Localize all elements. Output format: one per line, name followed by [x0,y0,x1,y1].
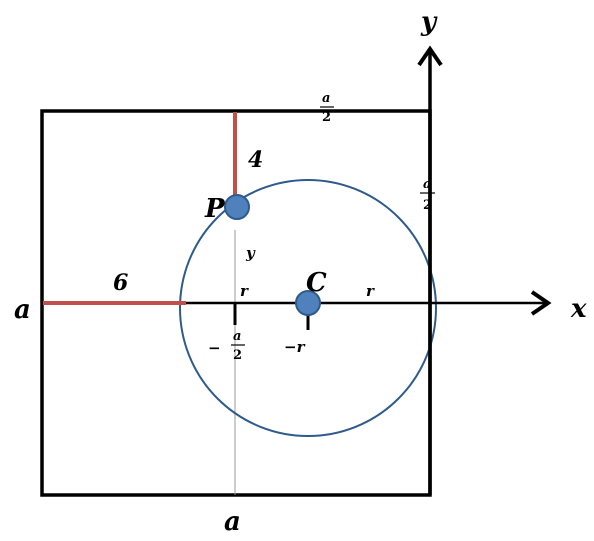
y-axis-arrow-icon [417,45,443,67]
bottom-side-label: a [224,507,241,537]
point-p [224,194,250,220]
svg-text:a: a [322,91,330,106]
point-c-label: C [306,268,327,298]
r-right-label: r [366,282,375,300]
right-half-fraction: a 2 [420,177,435,213]
distance-six-label: 6 [113,270,128,296]
point-c [295,290,321,316]
svg-text:2: 2 [233,348,242,363]
neg-r-label: −r [284,338,306,356]
svg-text:a: a [233,329,241,344]
svg-text:a: a [423,177,431,192]
r-left-label: r [240,282,249,300]
svg-text:2: 2 [322,110,331,125]
y-segment-label: y [245,244,256,262]
point-p-label: P [204,194,226,224]
circle [179,179,437,437]
left-side-label: a [14,295,31,325]
y-axis-label: y [420,7,438,37]
x-axis-arrow-icon [530,290,552,316]
svg-text:2: 2 [423,198,432,213]
top-half-fraction: a 2 [320,91,334,125]
distance-four-label: 4 [248,147,263,173]
svg-text:−: − [208,339,221,357]
x-axis-label: x [570,294,587,324]
neg-half-fraction: − a 2 [208,329,245,363]
